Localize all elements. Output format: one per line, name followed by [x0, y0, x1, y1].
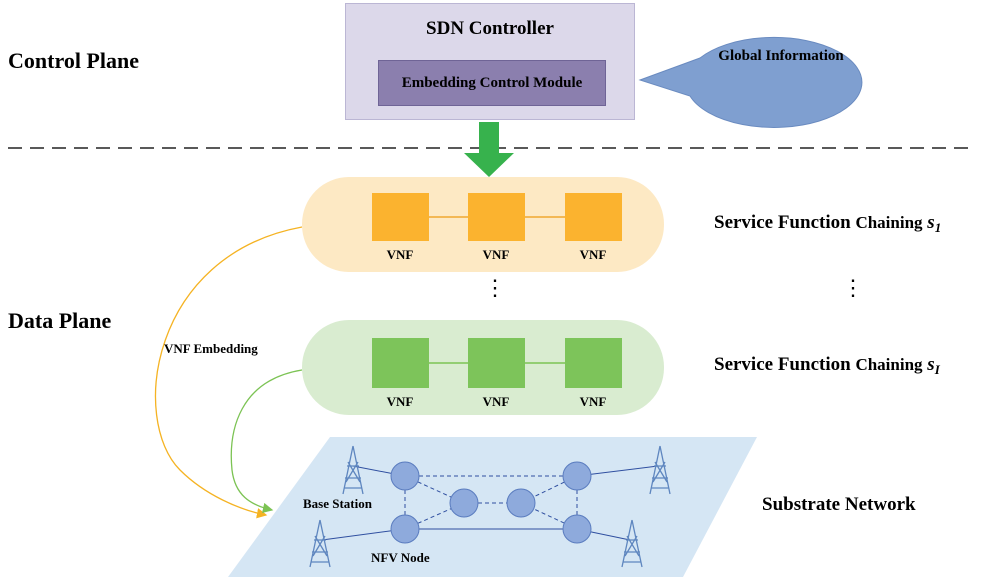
base-station-label: Base Station — [303, 496, 372, 511]
control-plane-label: Control Plane — [8, 48, 139, 73]
tower-icon — [309, 519, 331, 568]
vnf-embedding-arrow-green — [230, 369, 303, 514]
vertical-ellipsis-icon: ⋮ — [842, 275, 864, 300]
embedding-control-module: Embedding Control Module — [378, 60, 606, 106]
sfc2-vnf-label: VNF — [579, 394, 607, 409]
sfc1-vnf-label: VNF — [386, 247, 414, 262]
down-arrow-icon — [464, 122, 514, 177]
sfc2-vnf-label: VNF — [482, 394, 510, 409]
sfc1-vnf-label: VNF — [579, 247, 607, 262]
substrate-network-label: Substrate Network — [762, 494, 916, 515]
tower-icon — [342, 445, 364, 495]
sfc2-vnf-box — [372, 338, 429, 388]
sdn-controller: SDN Controller Embedding Control Module — [345, 3, 635, 120]
vnf-embedding-arrow-yellow — [154, 226, 303, 519]
nfv-node-label: NFV Node — [371, 550, 430, 565]
controller-title: SDN Controller — [426, 18, 554, 39]
sfc2-vnf-box — [468, 338, 525, 388]
sfc1-vnf-label: VNF — [482, 247, 510, 262]
global-info-callout — [638, 36, 863, 128]
global-information-label: Global Information — [718, 48, 844, 64]
nfv-nodes — [390, 461, 592, 544]
sfc1-label-small: Chaining — [855, 213, 923, 232]
sfc2-label-main: Service Function — [714, 354, 851, 375]
sfc2-index: I — [934, 362, 940, 377]
data-plane-label: Data Plane — [8, 308, 112, 333]
sfc1-label-main: Service Function — [714, 212, 851, 233]
sfc2-label: Service Function Chaining sI — [714, 354, 940, 378]
sfc1-vnf-box — [565, 193, 622, 241]
sfc2-label-small: Chaining — [855, 355, 923, 374]
sfc2-symbol: s — [927, 354, 935, 375]
sfc1-index: 1 — [934, 220, 942, 235]
sfc1-vnf-box — [372, 193, 429, 241]
vnf-embedding-label: VNF Embedding — [164, 341, 258, 356]
vertical-ellipsis-icon: ⋮ — [484, 275, 506, 300]
sfc1-symbol: s — [927, 212, 935, 233]
tower-icon — [621, 519, 643, 568]
sfc1-label: Service Function Chaining s1 — [714, 212, 941, 236]
tower-icon — [649, 445, 671, 495]
sfc1-vnf-box — [468, 193, 525, 241]
substrate-plane — [228, 437, 757, 577]
sfc2-vnf-box — [565, 338, 622, 388]
sfc2-vnf-label: VNF — [386, 394, 414, 409]
